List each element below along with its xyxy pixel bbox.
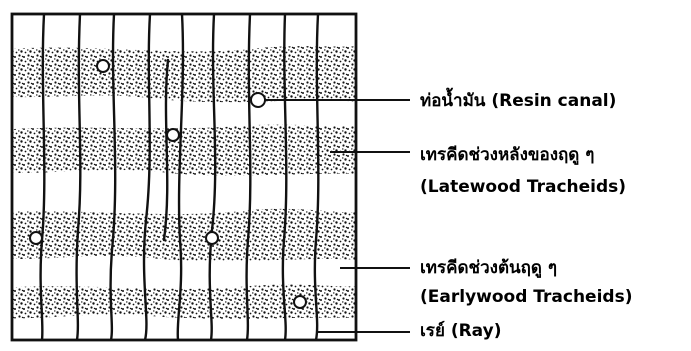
resin-canal	[251, 93, 265, 107]
ray-label: เรย์ (Ray)	[420, 320, 501, 342]
resin-canal	[97, 60, 109, 72]
resin-canal	[206, 232, 218, 244]
earlywood-english-label: (Earlywood Tracheids)	[420, 286, 632, 308]
resin-canal	[167, 129, 179, 141]
latewood-band-1	[0, 46, 360, 102]
resin-canal	[30, 232, 42, 244]
latewood-thai-label: เทรคีดช่วงหลังของฤดู ๆ	[420, 144, 594, 166]
latewood-english-label: (Latewood Tracheids)	[420, 176, 626, 198]
resin-canal-label: ท่อน้ำมัน (Resin canal)	[420, 90, 616, 112]
resin-canal	[294, 296, 306, 308]
earlywood-thai-label: เทรคีดช่วงต้นฤดู ๆ	[420, 257, 557, 279]
wood-section	[0, 14, 360, 340]
